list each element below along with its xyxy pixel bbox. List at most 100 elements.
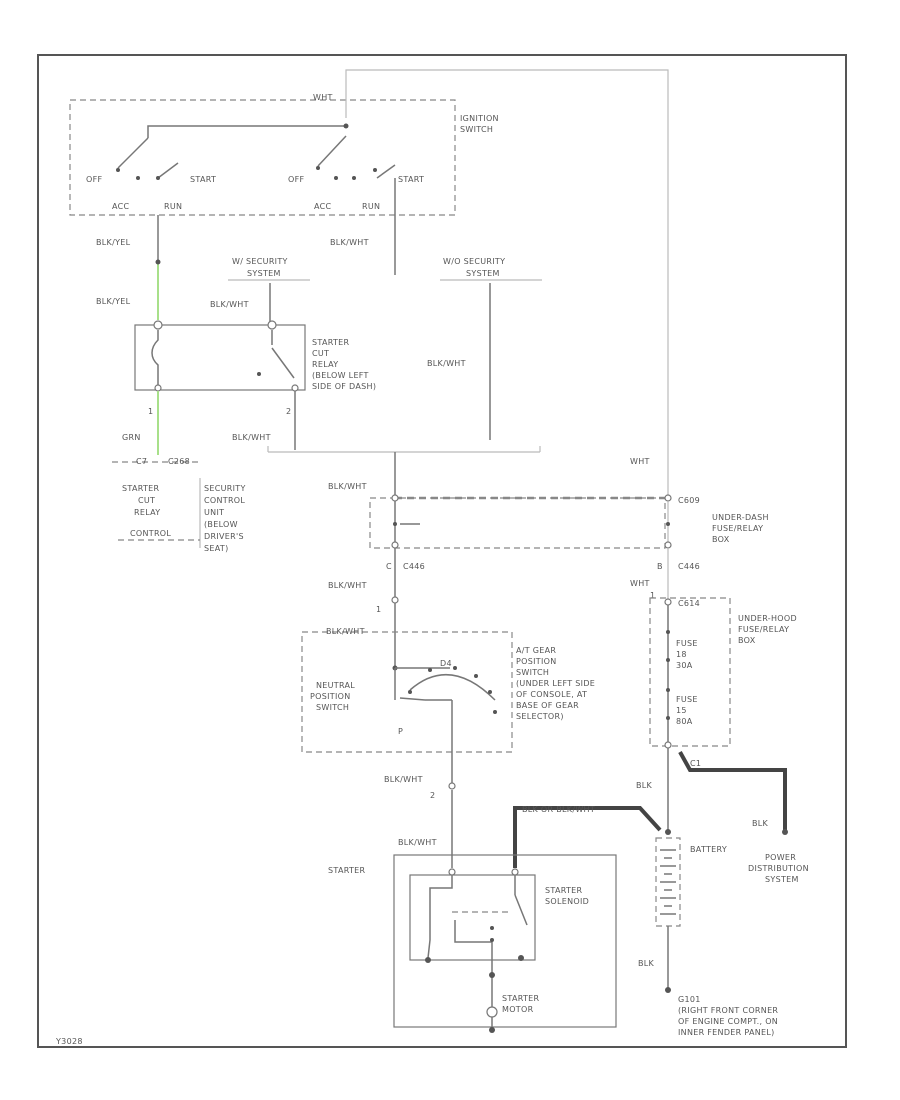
starter-solenoid-box [409, 874, 536, 961]
solenoid-label-1: STARTER [545, 886, 583, 895]
neutral-label-3: SWITCH [316, 703, 349, 712]
ignition-switch-box [69, 99, 456, 216]
motor-label-2: MOTOR [502, 1005, 534, 1014]
power-dist-1: POWER [765, 853, 796, 862]
fuse1-number: 18 [676, 650, 687, 659]
neutral-out-conn [448, 782, 456, 790]
underdash-conn-left [391, 494, 399, 502]
underdash-pin-left [391, 541, 399, 549]
relay-pin-right [291, 384, 299, 392]
wire-blk-wht-6: BLK/WHT [328, 581, 367, 590]
diagram-frame [37, 54, 847, 1048]
underhood-label-1: UNDER-HOOD [738, 614, 797, 623]
underdash-conn-c446: C446 [403, 562, 425, 571]
relay-pin-left [154, 384, 162, 392]
relay-label-4: (BELOW LEFT [312, 371, 369, 380]
starter-cut-relay-box [134, 324, 306, 391]
underdash-pin-b: B [657, 562, 663, 571]
ignition-switch-title-2: SWITCH [460, 125, 493, 134]
underdash-dot-r [666, 522, 670, 526]
relay-label-2: CUT [312, 349, 329, 358]
underdash-conn-c609: C609 [678, 496, 700, 505]
underhood-box [649, 597, 731, 747]
neutral-pos-p: P [398, 727, 403, 736]
scu-left-1: STARTER [122, 484, 160, 493]
scu-left-3: RELAY [134, 508, 161, 517]
fuse-node [666, 630, 670, 634]
motor-node [489, 972, 495, 978]
ignition-wire-label: WHT [313, 93, 333, 102]
security-left-2: SYSTEM [247, 269, 281, 278]
wire-blk-or-blk-wht: BLK OR BLK/WHT [522, 805, 595, 814]
wire-blk-yel-1: BLK/YEL [96, 238, 131, 247]
ignition-crossbar [147, 125, 346, 138]
ign-right-acc: ACC [314, 202, 332, 211]
solenoid-contact [490, 926, 494, 930]
wire-blk-wht-3: BLK/WHT [427, 359, 466, 368]
underhood-conn-bottom [664, 741, 672, 749]
motor-ground [489, 1027, 495, 1033]
gear-contact [493, 710, 497, 714]
scu-right-1: SECURITY [204, 484, 246, 493]
gear-label-5: OF CONSOLE, AT [516, 690, 587, 699]
ign-right-run: RUN [362, 202, 380, 211]
fuse1-label: FUSE [676, 639, 698, 648]
ignition-left-blade-b [157, 162, 179, 179]
starter-label: STARTER [328, 866, 366, 875]
wire-blk-1: BLK [636, 781, 653, 790]
gear-blade-b [399, 697, 426, 701]
wire-blk-wht-5: BLK/WHT [328, 482, 367, 491]
scu-pin-c200: C268 [168, 457, 190, 466]
underdash-label-1: UNDER-DASH [712, 513, 769, 522]
ign-left-start: START [190, 175, 216, 184]
underdash-pin-c: C [386, 562, 392, 571]
wht-feed-wire [345, 69, 669, 498]
ignition-right-blade-b [376, 164, 396, 179]
power-dist-2: DISTRIBUTION [748, 864, 809, 873]
relay-coil [151, 330, 159, 385]
gear-contact [428, 668, 432, 672]
security-right-2: SYSTEM [466, 269, 500, 278]
security-left-1: W/ SECURITY [232, 257, 288, 266]
gear-contact [408, 690, 412, 694]
starter-outer-box [393, 854, 617, 1028]
underdash-dot [393, 522, 397, 526]
ground-3: OF ENGINE COMPT., ON [678, 1017, 778, 1026]
wire-blk-wht-1: BLK/WHT [330, 238, 369, 247]
c1-pin: C1 [690, 759, 701, 768]
relay-label-5: SIDE OF DASH) [312, 382, 376, 391]
fuse2-label: FUSE [676, 695, 698, 704]
underdash-label-2: FUSE/RELAY [712, 524, 763, 533]
ign-right-start: START [398, 175, 424, 184]
motor-label-1: STARTER [502, 994, 540, 1003]
gear-label-7: SELECTOR) [516, 712, 564, 721]
fuse-node [666, 716, 670, 720]
starter-ground [425, 957, 431, 963]
relay-connector-left [153, 320, 163, 330]
solenoid-blade [514, 894, 528, 926]
scu-right-3: UNIT [204, 508, 224, 517]
solenoid-label-2: SOLENOID [545, 897, 589, 906]
relay-label-3: RELAY [312, 360, 339, 369]
underhood-label-2: FUSE/RELAY [738, 625, 789, 634]
relay-pin-1: 1 [148, 407, 153, 416]
ign-left-acc: ACC [112, 202, 130, 211]
fuse1-rating: 30A [676, 661, 693, 670]
solenoid-contact [490, 938, 494, 942]
gear-label-3: SWITCH [516, 668, 549, 677]
gear-arc [409, 673, 496, 701]
gear-contact [488, 690, 492, 694]
underdash-label-3: BOX [712, 535, 730, 544]
gear-contact [453, 666, 457, 670]
motor-circle [486, 1006, 498, 1018]
scu-right-2: CONTROL [204, 496, 245, 505]
scu-right-4: (BELOW [204, 520, 238, 529]
ignition-contact [334, 176, 338, 180]
ignition-contact [352, 176, 356, 180]
fuse2-rating: 80A [676, 717, 693, 726]
relay-contact-dot [257, 372, 261, 376]
wire-grn: GRN [122, 433, 141, 442]
scu-pin-or: C7 [136, 457, 147, 466]
ignition-pivot-right [343, 123, 349, 129]
wire-blk-wht-2: BLK/WHT [210, 300, 249, 309]
